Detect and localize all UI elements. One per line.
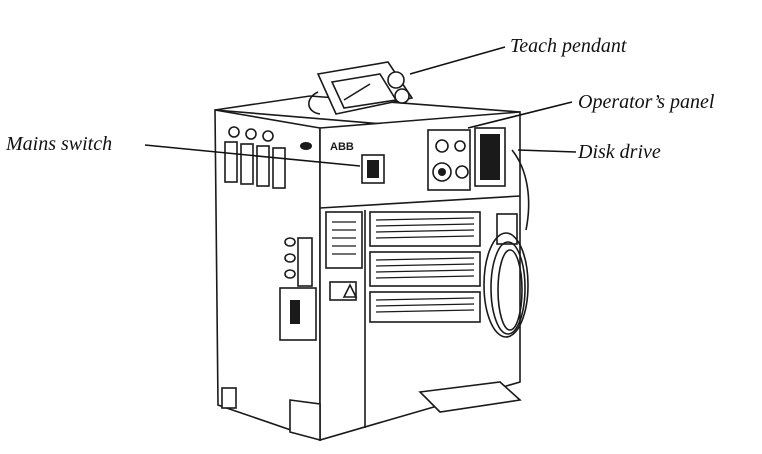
operators-panel-leader xyxy=(467,101,573,129)
side-slot xyxy=(272,147,286,189)
pendant-cable xyxy=(483,149,530,338)
teach-pendant[interactable] xyxy=(308,61,414,115)
ventilation-grille xyxy=(369,211,481,323)
cabinet-base xyxy=(418,381,522,413)
teach-pendant-leader xyxy=(409,46,506,75)
label-plate xyxy=(325,211,363,269)
disk-drive-label: Disk drive xyxy=(577,141,661,163)
mains-switch-label: Mains switch xyxy=(5,133,112,155)
indicator-light xyxy=(228,126,240,138)
indicator-light xyxy=(245,128,257,140)
disk-drive-leader xyxy=(517,149,577,153)
operators-panel-label: Operator’s panel xyxy=(578,91,715,113)
side-slot xyxy=(256,145,270,187)
mains-switch-leader xyxy=(144,144,361,167)
side-slot xyxy=(224,141,238,183)
teach-pendant-label: Teach pendant xyxy=(510,35,627,57)
abb-logo: ABB xyxy=(330,141,354,153)
operators-panel[interactable] xyxy=(427,129,471,191)
side-slot xyxy=(240,143,254,185)
controller-cabinet: ABB xyxy=(214,95,530,442)
indicator-light xyxy=(262,130,274,142)
